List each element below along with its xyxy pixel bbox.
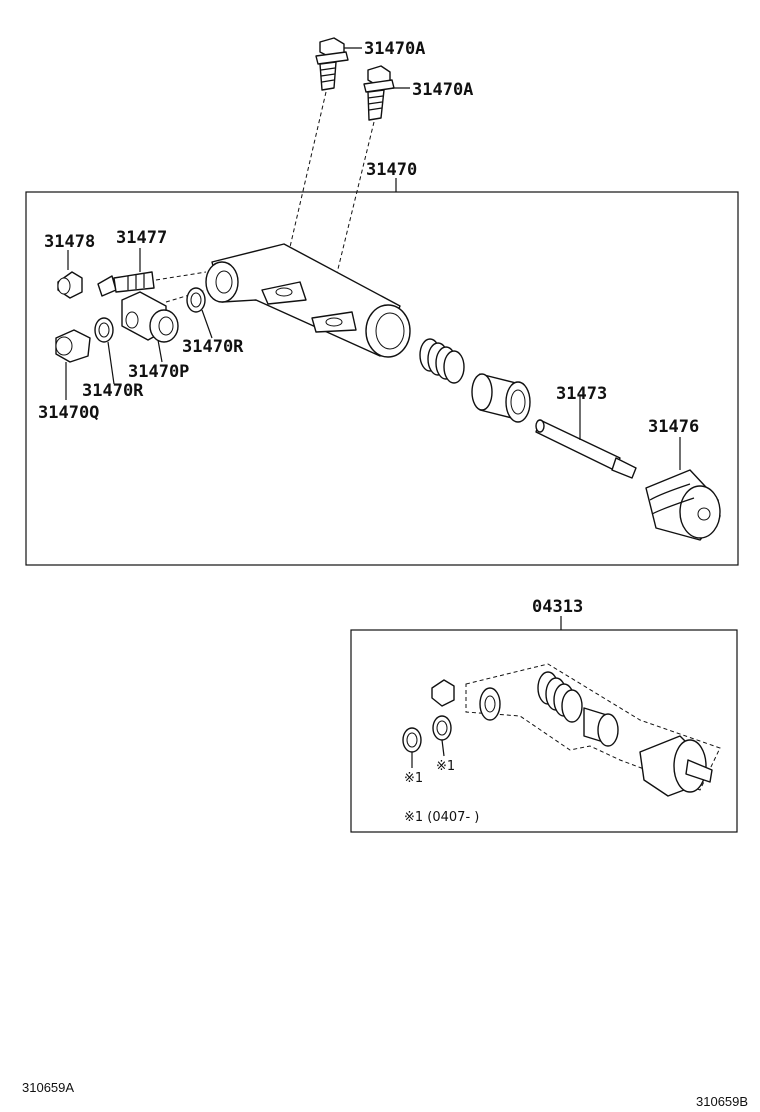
footer-code-right: 310659B [696,1094,748,1109]
label-31477: 31477 [116,228,167,248]
label-31470a-lower: 31470A [412,80,473,100]
label-kit-mark-left: ※1 [404,771,423,786]
label-kit-mark-right: ※1 [436,759,455,774]
kit-frame [350,629,738,833]
label-04313: 04313 [532,597,583,617]
footer-code-left: 310659A [22,1080,74,1095]
label-31478: 31478 [44,232,95,252]
gasket-31470r-lower [94,317,115,385]
label-31470a-upper: 31470A [364,39,425,59]
label-31470r-upper: 31470R [182,337,244,357]
plug-31470q [55,329,91,400]
boot [645,437,721,541]
label-31470p: 31470P [128,362,189,382]
spring [419,338,465,384]
cap-31478 [57,250,83,299]
assembly-frame [25,191,739,566]
bolt-31470a-upper [315,37,362,91]
bolt-31470a-lower [363,65,410,121]
label-31473: 31473 [556,384,607,404]
label-31470r-lower: 31470R [82,381,144,401]
label-kit-note: ※1 (0407- ) [404,810,479,825]
bleeder-31477 [97,248,207,297]
gasket-31470r-upper [186,287,213,339]
label-31470: 31470 [366,160,417,180]
push-rod [535,395,637,479]
piston [471,373,531,423]
kit-illustration [402,663,721,797]
label-31470q: 31470Q [38,403,99,423]
union-31470p [121,289,207,363]
label-31476: 31476 [648,417,699,437]
cylinder-body [205,243,411,358]
